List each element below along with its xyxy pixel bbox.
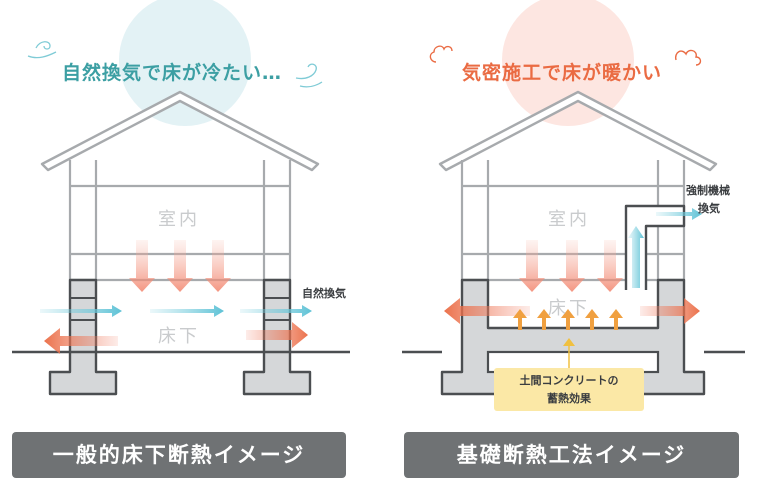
warm-background-circle [502, 0, 634, 126]
right-tagline: 気密施工で床が暖かい [462, 62, 663, 84]
right-arrow-icon [656, 208, 702, 220]
house-roof [40, 90, 320, 172]
wind-swirl-icon [295, 63, 323, 88]
left-room-upper: 室内 [158, 209, 200, 230]
right-arrow-icon [40, 305, 312, 317]
house-roof [438, 90, 718, 172]
wind-swirl-icon [27, 41, 57, 59]
right-arrow-icon [246, 322, 308, 348]
left-vent-label: 自然換気 [302, 287, 346, 300]
up-arrow-icon [628, 226, 644, 288]
left-arrow-icon [444, 298, 530, 324]
thermal-mass-note: 土間コンクリートの 蓄熱効果 [494, 368, 644, 411]
right-panel [402, 0, 745, 396]
right-arrow-icon [640, 298, 700, 324]
cold-background-circle [119, 0, 251, 126]
right-caption: 基礎断熱工法イメージ [404, 432, 739, 478]
down-arrow-icon [129, 240, 231, 292]
left-room-lower: 床下 [158, 326, 200, 347]
up-heat-arrow-icon [513, 309, 623, 330]
left-arrow-icon [44, 328, 118, 354]
right-room-lower: 床下 [548, 298, 590, 319]
right-vent-label-2: 換気 [698, 202, 720, 215]
left-panel [12, 0, 350, 396]
left-caption: 一般的床下断熱イメージ [12, 432, 346, 478]
note-line-2: 蓄熱効果 [547, 392, 591, 405]
cloud-outline-icon [674, 49, 702, 66]
right-room-upper: 室内 [548, 209, 590, 230]
left-tagline: 自然換気で床が冷たい… [62, 62, 283, 84]
down-arrow-icon [519, 240, 623, 292]
cloud-outline-icon [429, 45, 453, 63]
right-vent-label-1: 強制機械 [686, 184, 730, 197]
note-line-1: 土間コンクリートの [519, 374, 619, 387]
